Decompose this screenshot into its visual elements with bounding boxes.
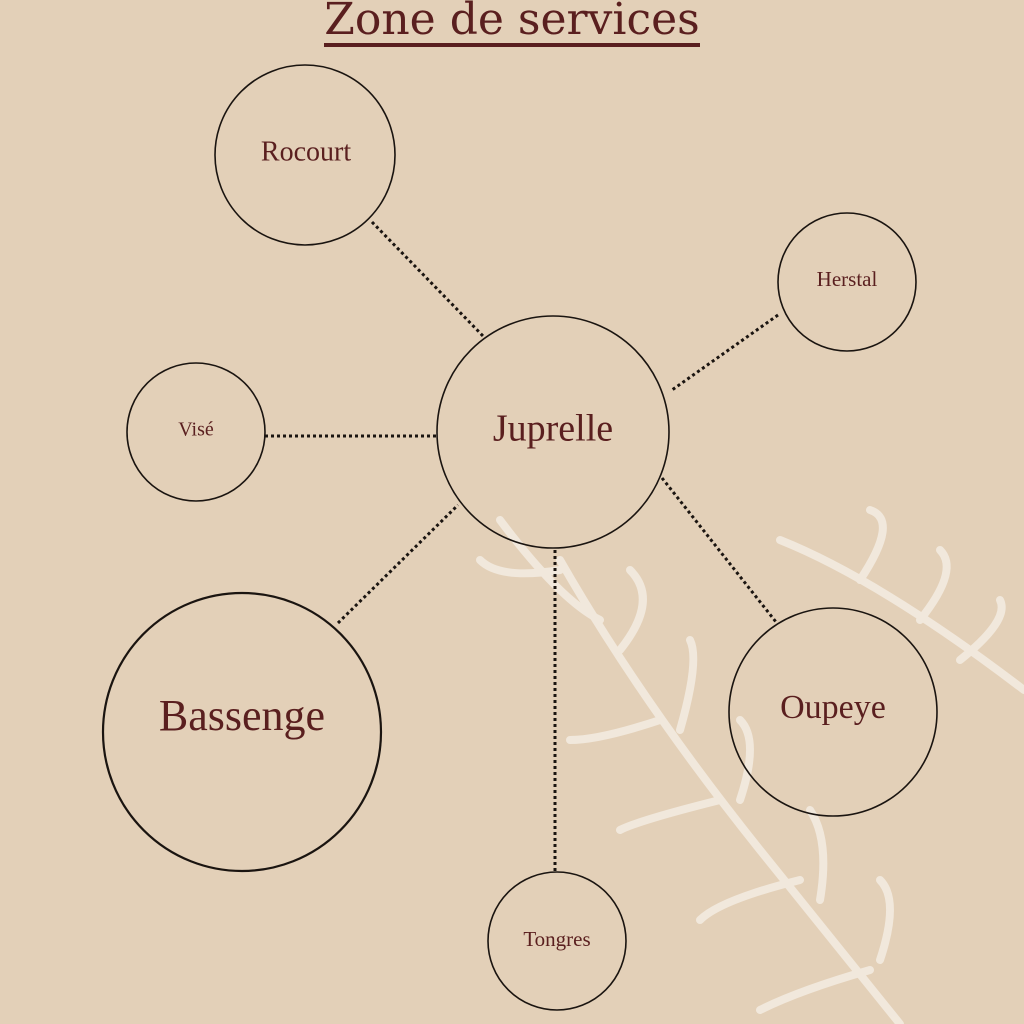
connector-bassenge <box>336 503 460 625</box>
connector-oupeye <box>660 477 778 623</box>
node-circle-oupeye <box>728 607 938 817</box>
node-circle-vise <box>126 362 266 502</box>
page-title: Zone de services <box>0 0 1024 47</box>
node-label-tongres: Tongres <box>523 927 590 951</box>
node-circle-rocourt <box>214 64 396 246</box>
decorative-branch <box>476 506 1024 1024</box>
connector-lines <box>265 220 779 872</box>
connector-herstal <box>671 313 779 392</box>
node-circle-herstal <box>777 212 917 352</box>
node-label-rocourt: Rocourt <box>261 136 351 167</box>
node-label-herstal: Herstal <box>817 267 878 291</box>
connector-rocourt <box>370 220 485 338</box>
node-circle-tongres <box>487 871 627 1011</box>
node-circle-juprelle <box>436 315 670 549</box>
node-circle-bassenge <box>101 591 383 873</box>
node-label-juprelle: Juprelle <box>493 408 613 450</box>
page-title-text: Zone de services <box>324 0 700 47</box>
node-label-bassenge: Bassenge <box>159 691 325 740</box>
node-label-oupeye: Oupeye <box>780 689 886 726</box>
node-label-vise: Visé <box>178 419 214 441</box>
